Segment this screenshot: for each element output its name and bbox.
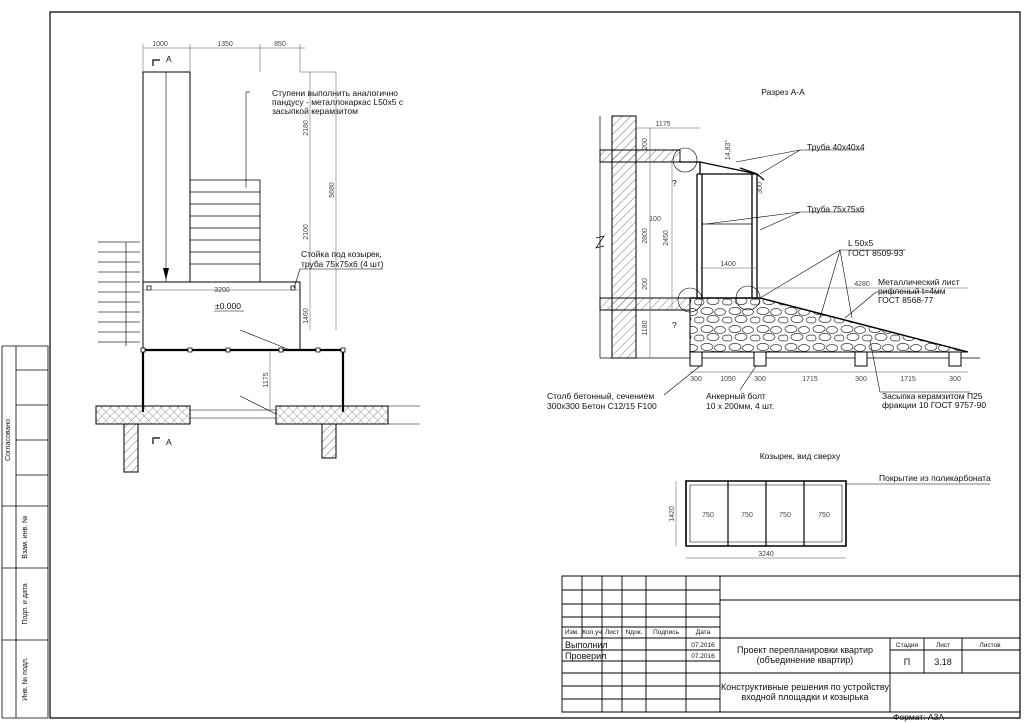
callout-angle-2: ГОСТ 8509-93 [848,248,904,258]
tb-stage-value: П [904,657,910,667]
plan-dim-2180: 2180 [303,120,310,136]
callout-pipe40: Труба 40х40х4 [807,142,865,152]
tb-role-checked: Проверил [565,651,606,661]
plan-building-wall [98,242,140,346]
tb-header-koluch: Кол.уч [582,629,602,636]
canopy-bay-3: 750 [779,512,791,519]
tb-header-list: Лист [605,629,619,636]
tb-sheet-label: Лист [936,642,950,649]
inv-orig-label: Инв. № подл. [22,657,29,701]
section-dim-200b: 200 [642,278,649,290]
canopy-view [676,481,990,558]
section-dim-2800: 2800 [642,228,649,244]
section-view [596,116,980,372]
side-stamp [2,346,48,718]
tb-header-date: Дата [696,629,711,636]
plan-note-steps-1: Ступени выполнить аналогично [272,88,398,98]
section-bdim-1715b: 1715 [900,376,916,383]
canopy-bay-1: 750 [702,512,714,519]
section-dim-1180: 1180 [642,320,649,335]
tb-project-2: (объединение квартир) [757,655,854,665]
plan-section-mark-bottom: А [166,437,172,447]
plan-note-post-1: Стойка под козырек, [301,249,382,259]
section-dim-300: 300 [757,182,764,194]
plan-note-steps-3: засыпкой керамзитом [272,106,358,116]
callout-bolt-2: 10 х 200мм, 4 шт. [706,401,774,411]
callout-pipe75: Труба 75х75х6 [807,204,865,214]
canopy-width: 3240 [758,551,774,558]
sign-date-label: Подп. и дата [22,583,29,624]
section-bdim-300c: 300 [855,376,867,383]
section-bdim-1715a: 1715 [802,376,818,383]
plan-dim-2100: 2100 [303,224,310,240]
section-bdim-300d: 300 [949,376,961,383]
plan-note-steps-2: пандусу - металлокаркас L50х5 с [272,97,404,107]
callout-post-2: 300х300 Бетон С12/15 F100 [547,401,657,411]
sheet-frame [50,12,1020,718]
tb-desc-2: входной площадки и козырька [741,692,868,702]
tb-project-1: Проект перепланировки квартир [737,645,873,655]
sheet-format: Формат: А3А [893,712,944,722]
callout-post-1: Столб бетонный, сечением [547,391,654,401]
tb-desc-1: Конструктивные решения по устройству [721,682,889,692]
section-q-2: ? [672,320,677,330]
tb-sheets-label: Листов [979,642,1001,649]
canopy-bay-2: 750 [741,512,753,519]
tb-date-done: 07.2016 [691,642,715,649]
canopy-title: Козырек, вид сверху [760,451,841,461]
plan-dim-1000: 1000 [152,41,168,48]
callout-angle-1: L 50х5 [848,238,873,248]
section-dim-1400: 1400 [720,261,736,268]
tb-date-checked: 07.2016 [691,653,715,660]
section-dim-angle: 14,83° [724,140,732,161]
callout-fill-1: Засыпка керамзитом П25 [882,391,983,401]
callout-sheet-2: рифленый t=4мм [878,286,946,296]
plan-dim-1460: 1460 [303,308,310,324]
callout-fill-2: фракции 10 ГОСТ 9757-90 [882,400,986,410]
plan-dim-3200: 3200 [214,287,230,294]
section-dim-100: 100 [649,216,661,223]
section-dim-200a: 200 [642,138,649,150]
plan-level: ±0.000 [215,301,241,311]
canopy-depth: 1420 [669,506,676,522]
tb-header-sign: Подпись [653,629,679,636]
section-dim-1175: 1175 [655,121,670,128]
section-dim-4280: 4280 [854,281,870,288]
canopy-bay-4: 750 [818,512,830,519]
tb-role-done: Выполнил [565,640,608,650]
canopy-note: Покрытие из поликарбоната [879,473,991,483]
tb-stage-label: Стадия [896,642,919,649]
section-leaders [664,150,970,395]
tb-sheet-value: 3.18 [934,657,952,667]
inv-replace-label: Взам. инв. № [22,515,29,558]
tb-header-izm: Изм. [565,629,579,636]
section-dim-2450: 2450 [663,230,670,246]
plan-dim-5680: 5680 [329,182,336,198]
plan-dim-1175: 1175 [263,372,270,387]
section-title: Разрез А-А [761,87,805,97]
section-bdim-300b: 300 [754,376,766,383]
plan-section-mark-top: А [166,54,172,64]
plan-dim-1350: 1350 [217,41,233,48]
agreed-label: Согласовано [5,419,12,461]
plan-note-post-2: труба 75х75х6 (4 шт) [301,259,384,269]
callout-sheet-3: ГОСТ 8568-77 [878,295,934,305]
callout-sheet-1: Металлический лист [878,277,960,287]
plan-dim-850: 850 [274,41,286,48]
title-block-grid [562,576,1020,712]
section-bdim-300a: 300 [690,376,702,383]
section-q-1: ? [672,178,677,188]
tb-header-ndok: Nдок. [626,629,643,636]
callout-bolt-1: Анкерный болт [706,391,766,401]
section-bdim-1050: 1050 [720,376,736,383]
plan-view [96,44,420,472]
plan-steps [190,180,260,282]
